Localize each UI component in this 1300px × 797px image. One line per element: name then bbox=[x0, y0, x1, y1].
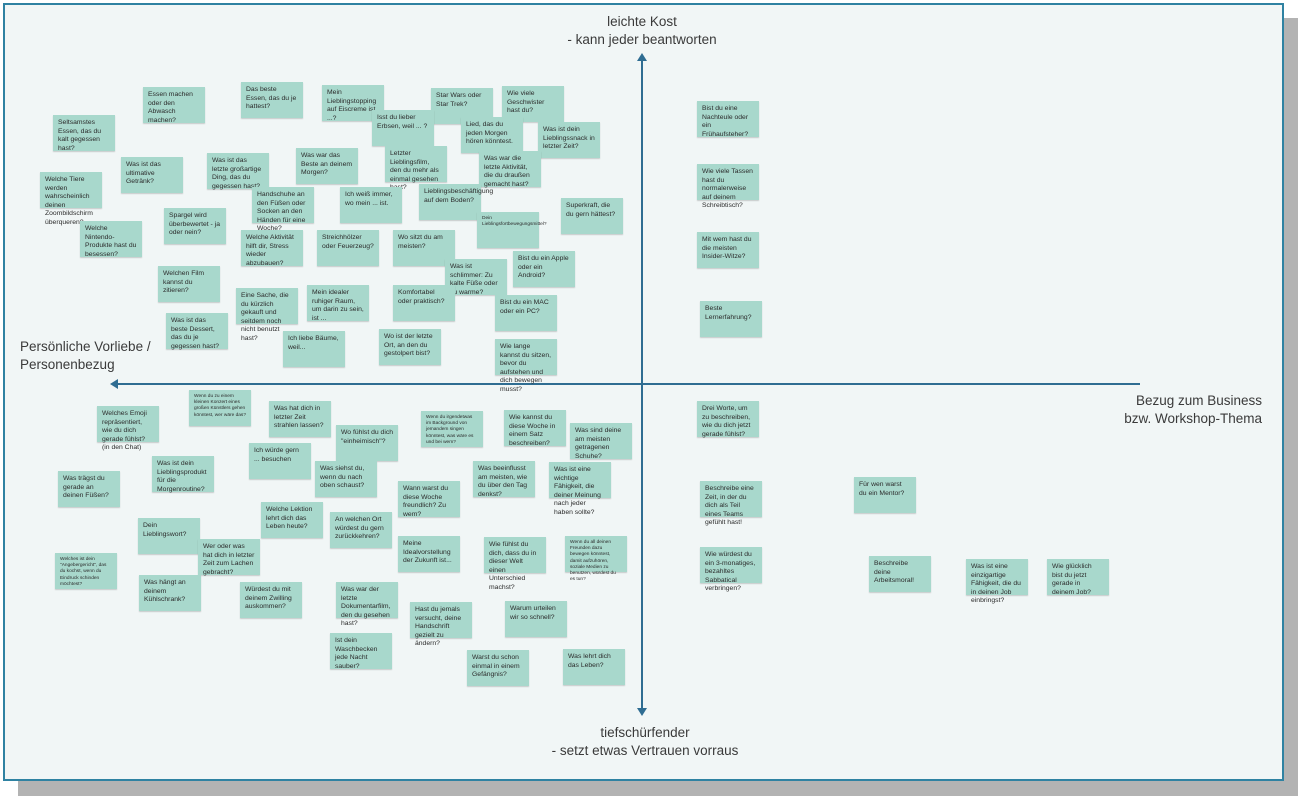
sticky-note[interactable]: Ist dein Waschbecken jede Nacht sauber? bbox=[330, 633, 392, 670]
sticky-note[interactable]: Welche Aktivität hilft dir, Stress wiede… bbox=[241, 230, 303, 267]
sticky-note[interactable]: Wo ist der letzte Ort, an den du gestolp… bbox=[379, 329, 441, 365]
sticky-note[interactable]: Ich würde gern ... besuchen bbox=[249, 443, 311, 479]
sticky-note[interactable]: Was ist eine einzigartige Fähigkeit, die… bbox=[966, 559, 1028, 604]
sticky-note[interactable]: Was ist eine wichtige Fähigkeit, die dei… bbox=[549, 462, 611, 516]
sticky-note[interactable]: Wo sitzt du am meisten? bbox=[393, 230, 455, 266]
sticky-note[interactable]: Wenn du irgendetwas im Background von je… bbox=[421, 411, 483, 447]
sticky-note[interactable]: Wie glücklich bist du jetzt gerade in de… bbox=[1047, 559, 1109, 596]
sticky-note[interactable]: Welche Nintendo-Produkte hast du besesse… bbox=[80, 221, 142, 258]
sticky-note[interactable]: Warst du schon einmal in einem Gefängnis… bbox=[467, 650, 529, 686]
sticky-note[interactable]: Bist du ein Apple oder ein Android? bbox=[513, 251, 575, 287]
arrow-left-icon bbox=[110, 379, 118, 389]
arrow-up-icon bbox=[637, 53, 647, 61]
sticky-note[interactable]: Was ist schlimmer: Zu kalte Füße oder zu… bbox=[445, 259, 507, 296]
sticky-note[interactable]: Was ist dein Lieblingssnack in letzter Z… bbox=[538, 122, 600, 158]
sticky-note[interactable]: Wie kannst du diese Woche in einem Satz … bbox=[504, 410, 566, 447]
sticky-note[interactable]: Wie würdest du ein 3-monatiges, bezahlte… bbox=[700, 547, 762, 592]
sticky-note[interactable]: Würdest du mit deinem Zwilling auskommen… bbox=[240, 582, 302, 618]
sticky-note[interactable]: Dein Lieblingswort? bbox=[138, 518, 200, 554]
sticky-note[interactable]: Komfortabel oder praktisch? bbox=[393, 285, 455, 321]
sticky-note[interactable]: Welche Lektion lehrt dich das Leben heut… bbox=[261, 502, 323, 538]
sticky-note[interactable]: Was ist das letzte großartige Ding, das … bbox=[207, 153, 269, 190]
sticky-note[interactable]: Wie viele Tassen hast du normalerweise a… bbox=[697, 164, 759, 209]
sticky-note[interactable]: Wer oder was hat dich in letzter Zeit zu… bbox=[198, 539, 260, 576]
sticky-note[interactable]: Handschuhe an den Füßen oder Socken an d… bbox=[252, 187, 314, 232]
sticky-note[interactable]: Was beeinflusst am meisten, wie du über … bbox=[473, 461, 535, 498]
sticky-note[interactable]: Beschreibe deine Arbeitsmoral! bbox=[869, 556, 931, 592]
axis-label-right: Bezug zum Business bzw. Workshop-Thema bbox=[1124, 393, 1262, 426]
sticky-note[interactable]: Was lehrt dich das Leben? bbox=[563, 649, 625, 685]
sticky-note[interactable]: Letzter Lieblingsfilm, den du mehr als e… bbox=[385, 146, 447, 191]
sticky-note[interactable]: Wann warst du diese Woche freundlich? Zu… bbox=[398, 481, 460, 518]
sticky-note[interactable]: Wenn du zu einem kleinen Konzert eines g… bbox=[189, 390, 251, 426]
sticky-note[interactable]: Beschreibe eine Zeit, in der du dich als… bbox=[700, 481, 762, 526]
sticky-note[interactable]: Wo fühlst du dich "einheimisch"? bbox=[336, 425, 398, 461]
sticky-note[interactable]: Ich weiß immer, wo mein ... ist. bbox=[340, 187, 402, 223]
sticky-note[interactable]: Was siehst du, wenn du nach oben schaust… bbox=[315, 461, 377, 497]
sticky-note[interactable]: An welchen Ort würdest du gern zurückkeh… bbox=[330, 512, 392, 548]
sticky-note[interactable]: Mit wem hast du die meisten Insider-Witz… bbox=[697, 232, 759, 268]
sticky-note[interactable]: Streichhölzer oder Feuerzeug? bbox=[317, 230, 379, 266]
sticky-note[interactable]: Was sind deine am meisten getragenen Sch… bbox=[570, 423, 632, 460]
sticky-note[interactable]: Was war der letzte Dokumentarfilm, den d… bbox=[336, 582, 398, 627]
sticky-note[interactable]: Für wen warst du ein Mentor? bbox=[854, 477, 916, 513]
sticky-note[interactable]: Eine Sache, die du kürzlich gekauft und … bbox=[236, 288, 298, 342]
sticky-note[interactable]: Dein Lieblingsfortbewegungsmittel? bbox=[477, 212, 547, 248]
sticky-note[interactable]: Isst du lieber Erbsen, weil ... ? bbox=[372, 110, 434, 146]
sticky-note[interactable]: Superkraft, die du gern hättest? bbox=[561, 198, 623, 234]
sticky-note[interactable]: Das beste Essen, das du je hattest? bbox=[241, 82, 303, 118]
sticky-note[interactable]: Was war das Beste an deinem Morgen? bbox=[296, 148, 358, 184]
sticky-note[interactable]: Warum urteilen wir so schnell? bbox=[505, 601, 567, 637]
sticky-note[interactable]: Mein idealer ruhiger Raum, um darin zu s… bbox=[307, 285, 369, 322]
sticky-note[interactable]: Was war die letzte Aktivität, die du dra… bbox=[479, 151, 541, 188]
sticky-note[interactable]: Welches ist dein "Angebergericht", das d… bbox=[55, 553, 117, 589]
sticky-note[interactable]: Meine Idealvorstellung der Zukunft ist..… bbox=[398, 536, 460, 572]
sticky-note[interactable]: Was hat dich in letzter Zeit strahlen la… bbox=[269, 401, 331, 437]
sticky-note[interactable]: Wie viele Geschwister hast du? bbox=[502, 86, 564, 122]
sticky-note[interactable]: Wie fühlst du dich, dass du in dieser We… bbox=[484, 537, 546, 591]
sticky-note[interactable]: Bist du ein MAC oder ein PC? bbox=[495, 295, 557, 331]
sticky-note[interactable]: Was trägst du gerade an deinen Füßen? bbox=[58, 471, 120, 507]
sticky-note[interactable]: Bist du eine Nachteule oder ein Frühaufs… bbox=[697, 101, 759, 138]
sticky-note[interactable]: Spargel wird überbewertet - ja oder nein… bbox=[164, 208, 226, 244]
sticky-note[interactable]: Lieblingsbeschäftigung auf dem Boden? bbox=[419, 184, 493, 220]
sticky-note[interactable]: Welche Tiere werden wahrscheinlich deine… bbox=[40, 172, 102, 226]
sticky-note[interactable]: Was ist das ultimative Getränk? bbox=[121, 157, 183, 193]
sticky-note[interactable]: Ich liebe Bäume, weil... bbox=[283, 331, 345, 367]
sticky-note[interactable]: Welchen Film kannst du zitieren? bbox=[158, 266, 220, 302]
sticky-note[interactable]: Was ist dein Lieblingsprodukt für die Mo… bbox=[152, 456, 214, 493]
vertical-axis bbox=[641, 58, 643, 713]
sticky-note[interactable]: Hast du jemals versucht, deine Handschri… bbox=[410, 602, 472, 647]
sticky-note[interactable]: Was hängt an deinem Kühlschrank? bbox=[139, 575, 201, 611]
axis-label-bottom: tiefschürfender - setzt etwas Vertrauen … bbox=[551, 725, 739, 758]
arrow-down-icon bbox=[637, 708, 647, 716]
sticky-note[interactable]: Lied, das du jeden Morgen hören könntest… bbox=[461, 117, 523, 153]
sticky-note[interactable]: Essen machen oder den Abwasch machen? bbox=[143, 87, 205, 124]
sticky-note[interactable]: Was ist das beste Dessert, das du je geg… bbox=[166, 313, 228, 350]
sticky-note[interactable]: Welches Emoji repräsentiert, wie du dich… bbox=[97, 406, 159, 451]
sticky-note[interactable]: Wie lange kannst du sitzen, bevor du auf… bbox=[495, 339, 557, 393]
sticky-note[interactable]: Wenn du all deinen Freunden dazu bewegen… bbox=[565, 536, 627, 582]
horizontal-axis bbox=[112, 383, 1140, 385]
sticky-note[interactable]: Seltsamstes Essen, das du kalt gegessen … bbox=[53, 115, 115, 152]
sticky-note[interactable]: Beste Lernerfahrung? bbox=[700, 301, 762, 337]
axis-label-top: leichte Kost - kann jeder beantworten bbox=[567, 14, 717, 47]
sticky-note[interactable]: Drei Worte, um zu beschreiben, wie du di… bbox=[697, 401, 759, 438]
axis-label-left: Persönliche Vorliebe / Personenbezug bbox=[20, 339, 151, 372]
